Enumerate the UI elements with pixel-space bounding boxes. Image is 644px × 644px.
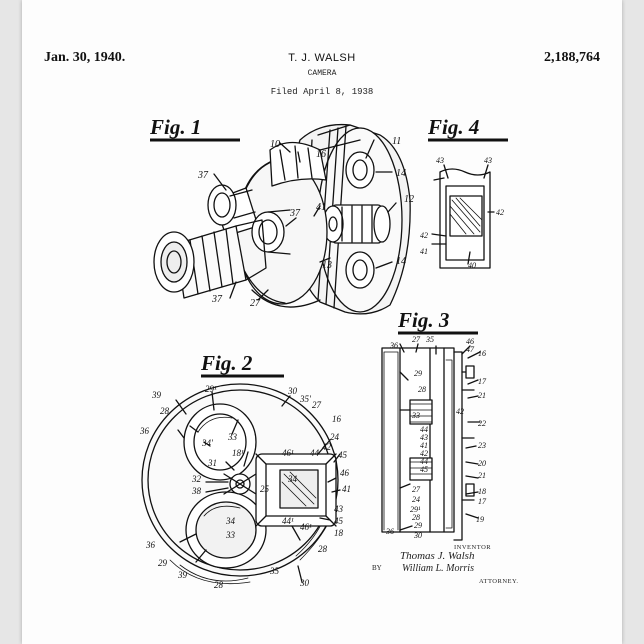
fig2-section-drawing [142,384,340,584]
fig2-ref: 45 [334,516,344,526]
fig1-title: Fig. 1 [149,115,201,139]
fig2-ref: 44¹ [282,516,294,526]
fig2-ref: 39 [177,570,188,580]
fig4-ref: 43 [484,156,492,165]
fig4-ref: 42 [496,208,504,217]
fig3-ref: 29 [414,369,422,378]
fig2-ref: 44 [310,448,320,458]
patent-drawing: Fig. 1 Fig. 4 Fig. 2 Fig. 3 10 11 16 14 … [22,0,622,644]
by-label: BY [372,564,382,572]
fig3-ref: 21 [478,391,486,400]
fig2-ref: 36 [145,540,156,550]
fig2-ref: 25 [260,484,270,494]
fig3-ref: 27 [412,485,421,494]
fig2-ref: 34 [287,474,298,484]
fig2-ref: 43 [334,504,344,514]
fig2-title: Fig. 2 [200,351,253,375]
fig2-ref: 46 [340,468,350,478]
fig3-ref: 29 [414,521,422,530]
fig1-ref: 12 [404,194,414,205]
fig3-ref: 17 [478,377,487,386]
fig2-ref: 18 [334,528,344,538]
fig2-ref: 46¹ [282,448,294,458]
fig3-title: Fig. 3 [397,308,449,332]
fig3-ref: 28 [418,385,426,394]
fig2-ref: 41 [342,484,351,494]
fig1-ref: 13 [322,260,332,271]
fig2-ref: 45 [338,450,348,460]
fig2-ref: 18¹ [232,448,244,458]
fig2-ref: 28 [214,580,224,590]
inventor-signature: Thomas J. Walsh [400,550,474,562]
fig1-ref: 37 [211,294,223,305]
fig4-gate-drawing [432,165,494,268]
fig2-ref: 28 [160,406,170,416]
fig2-ref: 24 [330,432,340,442]
fig2-ref: 39 [151,390,162,400]
fig2-ref: 28 [318,544,328,554]
fig1-ref: 37 [289,208,301,219]
fig2-ref: 46¹ [300,522,312,532]
fig2-ref: 34 [225,516,236,526]
fig1-camera-drawing [154,125,410,314]
fig2-ref: 35' [299,394,312,404]
fig3-ref: 23 [478,441,486,450]
fig4-title: Fig. 4 [427,115,479,139]
fig1-ref: 16 [316,149,326,160]
fig3-ref: 35 [425,335,434,344]
fig1-ref: 37 [197,170,209,181]
fig2-ref: 30 [287,386,298,396]
fig3-ref: 21 [478,471,486,480]
fig2-ref: 33 [225,530,236,540]
fig3-ref: 33 [411,411,420,420]
fig2-ref: 31 [207,458,217,468]
fig3-ref: 17 [478,497,487,506]
fig2-ref: 32 [191,474,202,484]
fig4-ref: 42 [420,231,428,240]
fig3-ref: 36 [389,341,398,350]
fig1-ref: 11 [392,136,401,147]
attorney-label: ATTORNEY. [479,578,518,585]
fig3-ref: 16 [478,349,486,358]
fig2-ref: 16 [332,414,342,424]
fig3-ref: 19 [476,515,484,524]
fig1-ref: 14 [396,256,406,267]
fig2-ref: 38 [191,486,202,496]
fig2-ref: 42 [322,442,332,452]
fig2-ref: 30 [299,578,310,588]
fig1-ref: 14 [396,168,406,179]
fig4-ref: 43 [436,156,444,165]
fig3-ref: 18 [478,487,486,496]
fig4-ref: 40 [468,261,476,270]
fig3-ref: 36 [385,527,394,536]
fig3-ref: 47 [466,345,475,354]
fig3-ref: 30 [413,531,422,540]
fig3-ref: 45 [420,465,428,474]
fig2-ref: 29 [158,558,168,568]
fig2-ref: 29¹ [205,384,217,394]
fig2-ref: 27 [312,400,322,410]
fig3-ref: 22 [478,419,486,428]
fig4-ref: 41 [420,247,428,256]
fig1-ref: 10 [270,139,280,150]
fig3-ref: 20 [478,459,486,468]
fig3-ref: 24 [412,495,420,504]
fig3-sidesection-drawing [382,344,480,540]
patent-poster: Jan. 30, 1940. T. J. WALSH 2,188,764 CAM… [22,0,622,644]
attorney-signature: William L. Morris [402,563,474,574]
fig2-ref: 35 [269,566,280,576]
fig2-ref: 36 [139,426,150,436]
fig1-ref: 27 [250,298,261,309]
fig2-ref: 33 [227,432,238,442]
fig1-ref: 41 [316,202,326,213]
fig3-ref: 42 [456,407,464,416]
fig3-ref: 27 [412,335,421,344]
fig2-ref: 34' [201,438,214,448]
